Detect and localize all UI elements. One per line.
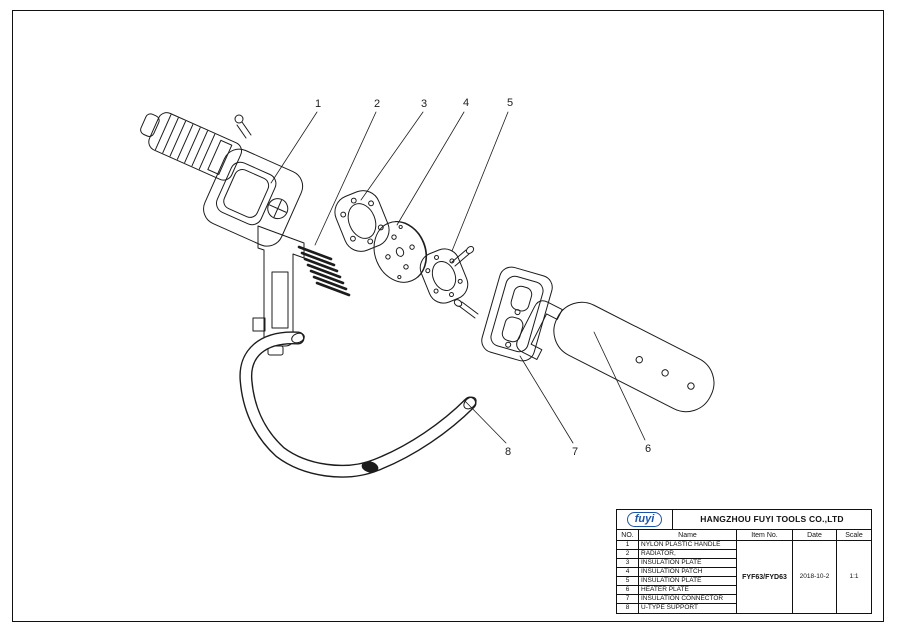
callout-7: 7 — [572, 446, 578, 458]
part-radiator — [297, 245, 351, 297]
table-row: 4 INSULATION PATCH — [617, 568, 737, 577]
part-no: 6 — [617, 586, 639, 594]
date-value: 2018-10-2 — [793, 541, 837, 613]
callout-6: 6 — [645, 443, 651, 455]
part-insulation-plate-front — [334, 190, 390, 252]
part-no: 4 — [617, 568, 639, 576]
table-row: 6 HEATER PLATE — [617, 586, 737, 595]
pin-icon — [453, 299, 479, 319]
parts-table-header: NO. Name Item No. Date Scale — [617, 530, 871, 541]
part-insulation-connector — [481, 266, 553, 362]
header-no: NO. — [617, 530, 639, 540]
part-no: 8 — [617, 604, 639, 613]
company-logo: fuyi — [617, 510, 673, 529]
logo-text: fuyi — [626, 512, 663, 527]
drawing-sheet-border — [12, 10, 884, 622]
callout-3: 3 — [421, 98, 427, 110]
scale-value: 1:1 — [849, 572, 859, 580]
header-scale: Scale — [845, 531, 863, 539]
callout-5: 5 — [507, 97, 513, 109]
part-no: 5 — [617, 577, 639, 585]
company-name: HANGZHOU FUYI TOOLS CO.,LTD — [700, 514, 844, 525]
header-name: Name — [639, 530, 737, 540]
leader-lines — [270, 111, 646, 444]
pin-icon — [451, 246, 475, 267]
part-no: 2 — [617, 550, 639, 558]
callout-numbers: 1 2 3 4 5 6 7 8 — [315, 97, 651, 458]
parts-list: 1 NYLON PLASTIC HANDLE 2 RADIATOR, 3 INS… — [617, 541, 737, 613]
item-no-value: FYF63/FYD63 — [737, 541, 793, 613]
part-name: INSULATION PLATE — [639, 577, 737, 585]
part-name: NYLON PLASTIC HANDLE — [639, 541, 737, 549]
callout-2: 2 — [374, 98, 380, 110]
part-name: INSULATION PLATE — [639, 559, 737, 567]
table-row: 7 INSULATION CONNECTOR — [617, 595, 737, 604]
header-date: Date — [793, 530, 837, 540]
part-insulation-patch — [373, 221, 428, 283]
callout-4: 4 — [463, 97, 469, 109]
table-row: 3 INSULATION PLATE — [617, 559, 737, 568]
part-insulation-plate-rear — [419, 248, 469, 304]
part-heater-plate — [516, 300, 715, 413]
part-name: INSULATION PATCH — [639, 568, 737, 576]
part-no: 7 — [617, 595, 639, 603]
title-block: fuyi HANGZHOU FUYI TOOLS CO.,LTD NO. Nam… — [616, 509, 872, 614]
part-u-type-support — [239, 331, 477, 478]
screw-icon — [234, 114, 252, 139]
part-no: 1 — [617, 541, 639, 549]
callout-1: 1 — [315, 98, 321, 110]
part-name: INSULATION CONNECTOR — [639, 595, 737, 603]
part-no: 3 — [617, 559, 639, 567]
header-item-no: Item No. — [737, 530, 793, 540]
part-name: U-TYPE SUPPORT — [639, 604, 737, 613]
table-row: 8 U-TYPE SUPPORT — [617, 604, 737, 613]
table-row: 5 INSULATION PLATE — [617, 577, 737, 586]
callout-8: 8 — [505, 446, 511, 458]
part-nylon-plastic-handle — [140, 112, 305, 356]
part-name: HEATER PLATE — [639, 586, 737, 594]
part-name: RADIATOR, — [639, 550, 737, 558]
table-row: 1 NYLON PLASTIC HANDLE — [617, 541, 737, 550]
table-row: 2 RADIATOR, — [617, 550, 737, 559]
